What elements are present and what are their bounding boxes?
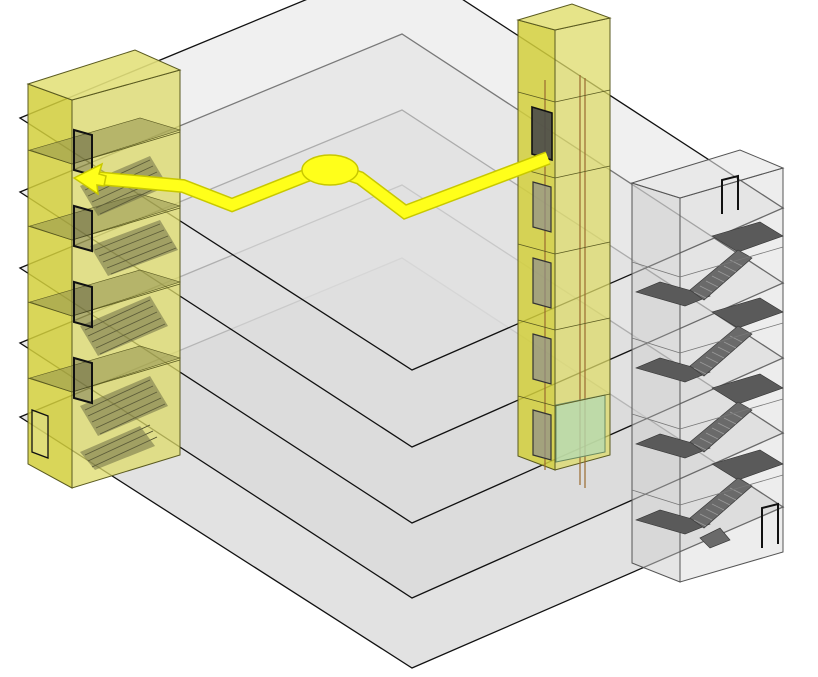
elevator-shaft-top-face xyxy=(516,3,612,31)
grey-stair-flights xyxy=(689,249,753,549)
door-icon xyxy=(73,204,93,253)
route-hub xyxy=(301,154,359,186)
elevator-car xyxy=(555,394,606,463)
grey-core-doors xyxy=(721,174,779,548)
exit-door-icon xyxy=(31,409,49,459)
evacuation-route xyxy=(72,151,551,220)
door-icon xyxy=(73,280,93,329)
door-icon xyxy=(73,128,93,177)
elevator-door-top xyxy=(531,105,553,162)
grey-stair-landings xyxy=(635,221,784,535)
stair-flight-fills xyxy=(80,156,178,470)
arrow-icon xyxy=(72,162,107,196)
grey-stair-core xyxy=(630,149,785,583)
elevator-shaft xyxy=(516,3,612,488)
grey-stair-treads xyxy=(693,259,743,527)
exit-door-icon xyxy=(761,502,779,548)
elevator-doors xyxy=(531,105,553,461)
door-icon xyxy=(721,174,739,214)
elevator-shaft-left-face xyxy=(517,19,556,471)
grey-core-floor-lines xyxy=(631,246,784,506)
stair-core-floor-lines xyxy=(27,131,181,393)
grey-core-top-face xyxy=(630,149,785,199)
stair-core-top-face xyxy=(26,49,182,101)
door-icon xyxy=(73,356,93,405)
yellow-stair-core xyxy=(26,49,182,489)
elevator-floor-lines xyxy=(517,89,611,407)
